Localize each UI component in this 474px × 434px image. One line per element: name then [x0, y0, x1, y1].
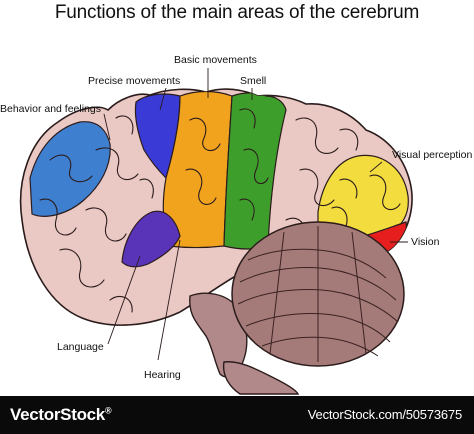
label-language: Language [57, 341, 104, 353]
label-precise-movements: Precise movements [88, 75, 181, 87]
pointer-lines [103, 68, 408, 361]
label-smell: Smell [240, 75, 267, 87]
label-behavior-and-feelings: Behavior and feelings [0, 103, 101, 115]
label-vision: Vision [411, 236, 440, 248]
label-visual-perception: Visual perception [392, 149, 473, 161]
footer-url: VectorStock.com/50573675 [307, 407, 462, 422]
label-basic-movements: Basic movements [174, 54, 257, 66]
label-hearing: Hearing [144, 369, 181, 381]
area-language [121, 210, 181, 268]
medulla [222, 361, 300, 395]
area-smell [223, 92, 287, 250]
footer-brand: VectorStock® [10, 405, 112, 424]
cerebellum-folia [237, 226, 399, 362]
watermark-footer: VectorStock® VectorStock.com/50573675 [0, 396, 474, 434]
diagram-title: Functions of the main areas of the cereb… [54, 2, 420, 23]
gyri-lines [39, 108, 401, 313]
